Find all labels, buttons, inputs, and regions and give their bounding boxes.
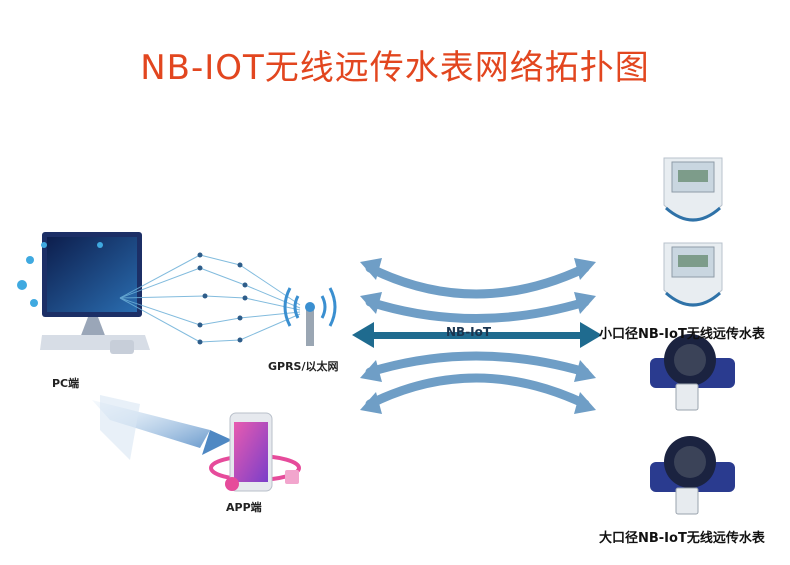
network-nodes bbox=[197, 252, 248, 345]
signal-arrows bbox=[365, 263, 590, 409]
streak-arrow bbox=[92, 395, 232, 460]
wifi-antenna-icon bbox=[283, 287, 337, 346]
gprs-label: GPRS/以太网 bbox=[268, 360, 339, 373]
small-water-meter-icon bbox=[663, 157, 723, 222]
large-meter-label: 大口径NB-IoT无线远传水表 bbox=[599, 531, 765, 546]
page-title: NB-IOT无线远传水表网络拓扑图 bbox=[140, 48, 650, 88]
small-meter-label: 小口径NB-IoT无线远传水表 bbox=[599, 327, 765, 342]
arrow-heads bbox=[360, 258, 596, 414]
large-water-meter-icon bbox=[650, 436, 735, 515]
large-water-meter-icon bbox=[650, 334, 735, 411]
pc-label: PC端 bbox=[52, 377, 80, 390]
nbiot-double-arrow bbox=[352, 322, 602, 348]
nbiot-label: NB-IoT bbox=[446, 325, 492, 339]
network-lines bbox=[119, 254, 301, 343]
computer-monitor-icon bbox=[17, 232, 150, 354]
small-water-meter-icon bbox=[663, 242, 723, 307]
smartphone-icon bbox=[209, 412, 301, 492]
app-label: APP端 bbox=[226, 501, 262, 514]
